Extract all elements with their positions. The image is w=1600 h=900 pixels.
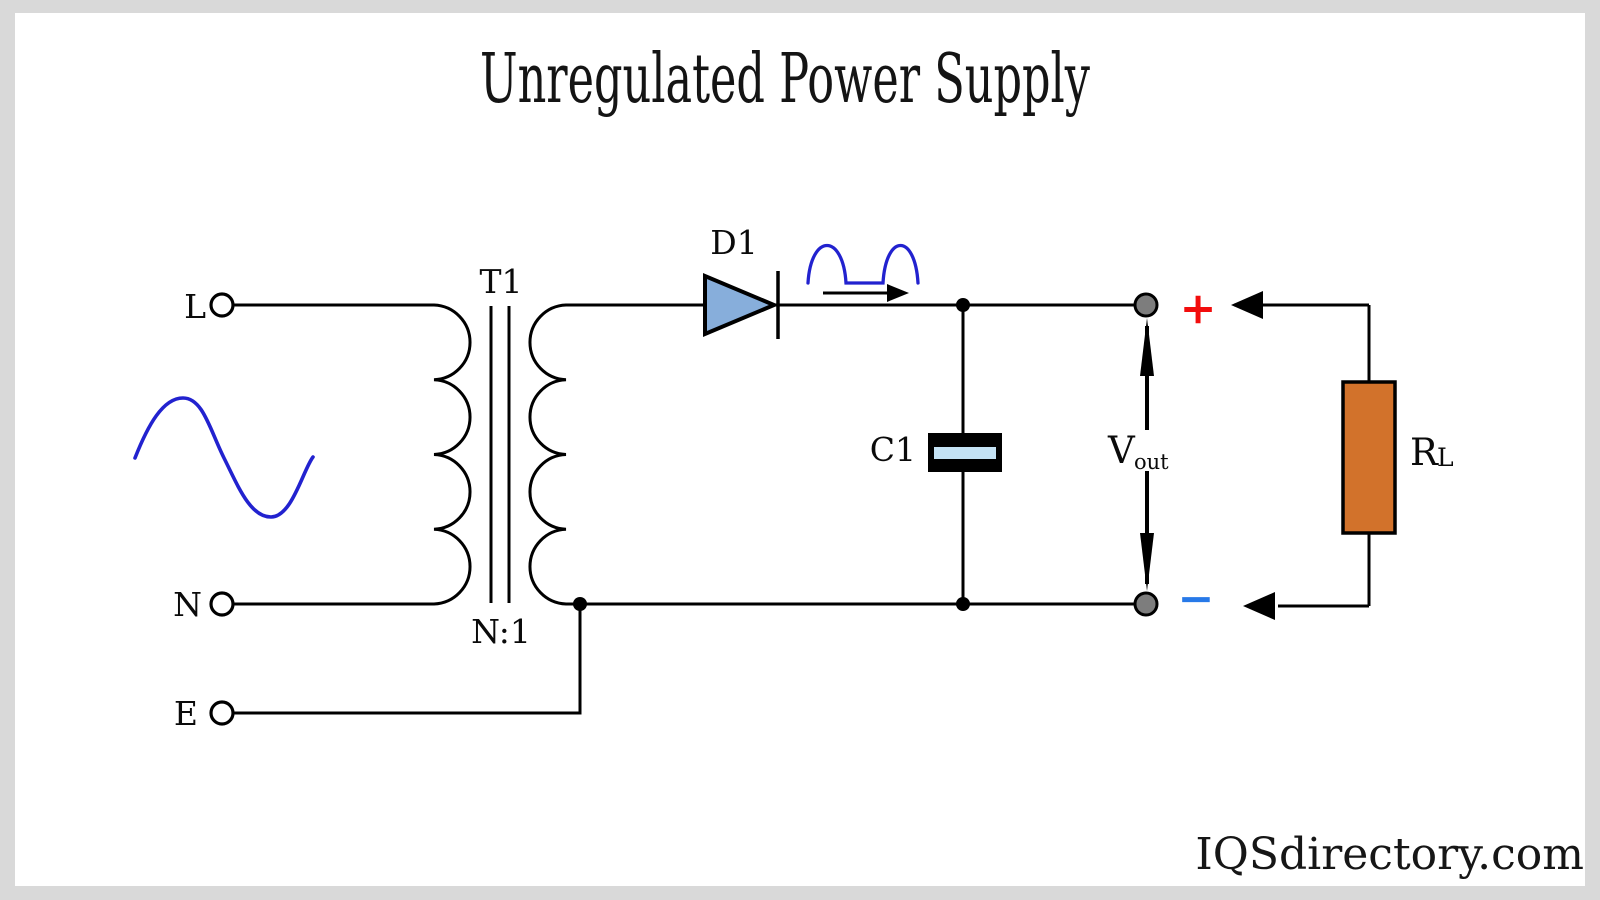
load-top-arrow-head — [1231, 291, 1263, 319]
minus-sign: − — [1178, 574, 1215, 625]
page-title: Unregulated Power Supply — [480, 40, 1090, 119]
rectified-waveform — [806, 243, 920, 285]
output-node-negative — [1133, 591, 1159, 617]
vout-arrow-head-down — [1140, 533, 1154, 591]
plus-sign: + — [1180, 284, 1217, 335]
junction-dot-top — [956, 298, 970, 312]
diode-label: D1 — [710, 223, 757, 262]
vout-label-backing — [1104, 430, 1166, 471]
junction-dot-bottom — [956, 597, 970, 611]
terminal-label-neutral: N — [173, 585, 202, 624]
transformer-ratio-label: N:1 — [471, 612, 531, 651]
capacitor-label: C1 — [870, 430, 916, 469]
diagram-canvas — [15, 13, 1585, 886]
watermark: IQSdirectory.com — [1195, 829, 1584, 880]
output-node-positive — [1133, 292, 1159, 318]
load-bottom-arrow-head — [1243, 592, 1275, 620]
transformer-secondary-coil — [528, 303, 1136, 606]
transformer-label: T1 — [479, 262, 522, 301]
load-resistor-label-subscript: L — [1437, 443, 1454, 472]
load-resistor-label: R — [1410, 431, 1439, 474]
ac-sine-wave — [133, 396, 315, 519]
capacitor-band — [932, 445, 998, 461]
terminal-label-earth: E — [174, 694, 198, 733]
vout-label: V — [1107, 429, 1136, 472]
diode-triangle — [703, 272, 780, 338]
load-resistor-body — [1341, 380, 1397, 535]
terminal-label-live: L — [184, 287, 206, 326]
terminal-earth — [209, 700, 235, 726]
terminal-live — [209, 292, 235, 318]
terminal-neutral — [209, 591, 235, 617]
current-flow-arrow-head — [887, 284, 909, 302]
vout-arrow-head-up — [1140, 318, 1154, 376]
vout-label-subscript: out — [1134, 450, 1169, 474]
transformer-primary-coil — [233, 303, 472, 606]
earth-branch-wire — [233, 604, 582, 715]
